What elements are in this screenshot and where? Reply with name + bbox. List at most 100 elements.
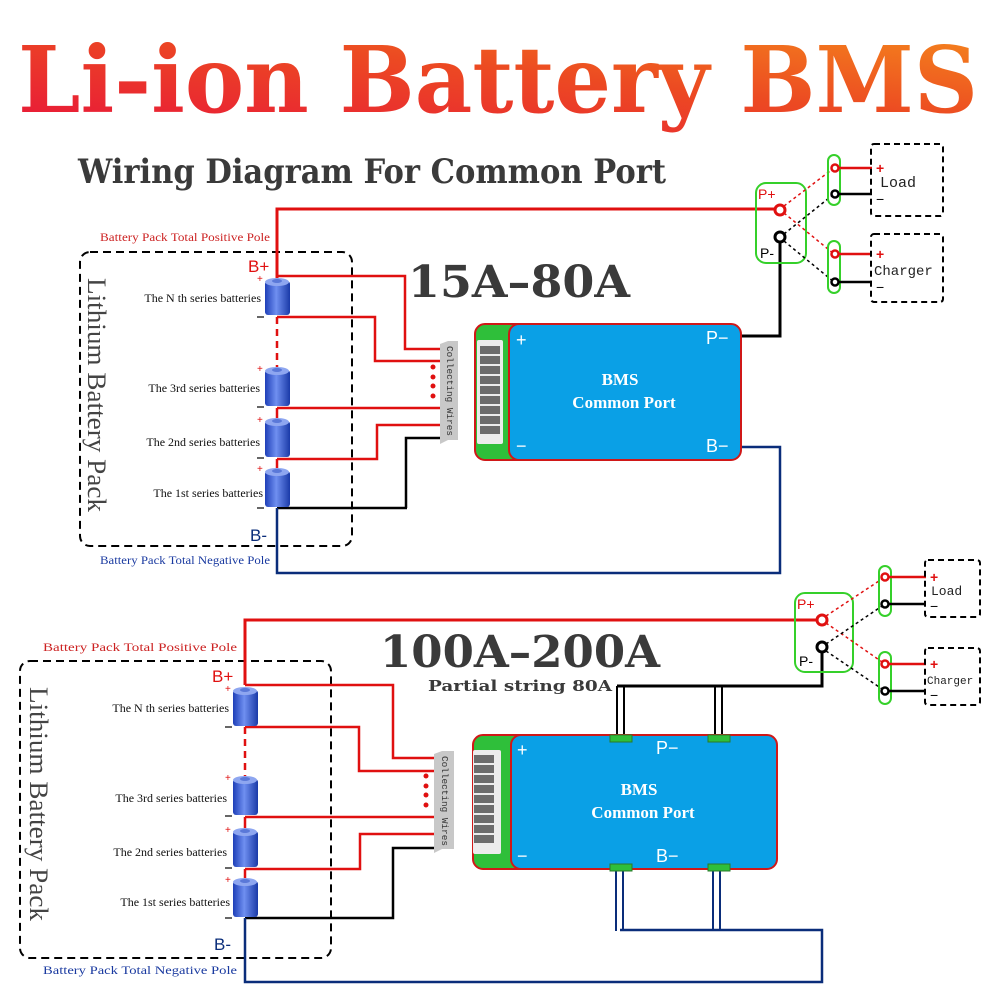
bms-p-minus-wire — [617, 648, 824, 688]
output-switch-box[interactable] — [755, 182, 807, 264]
p-minus-terminal[interactable] — [815, 640, 829, 654]
charger-box[interactable] — [924, 647, 981, 706]
balance-wire-n-plus — [277, 274, 440, 351]
battery-cell — [265, 367, 290, 406]
collecting-wires-connector[interactable] — [440, 341, 458, 444]
bms-plus: + — [517, 740, 528, 760]
svg-text:+: + — [225, 825, 231, 836]
bms-title: BMS — [602, 370, 639, 389]
bms-board[interactable] — [508, 323, 742, 461]
cell-label: The N th series batteries — [144, 291, 261, 305]
charger-plus-terminal[interactable] — [830, 249, 840, 259]
negative-pole-label: Battery Pack Total Negative Pole — [100, 555, 270, 567]
load-terminal-post[interactable] — [878, 565, 892, 617]
balance-wire-1 — [404, 436, 440, 508]
charger-minus: − — [930, 687, 938, 703]
rating-note: Partial string 80A — [428, 677, 612, 695]
bms-p-minus: P− — [706, 328, 729, 348]
charger-plus: + — [930, 656, 938, 672]
dotted-connections — [825, 576, 886, 692]
b-plus-label: B+ — [212, 667, 233, 686]
battery-cell — [265, 418, 290, 457]
svg-text:+: + — [225, 684, 231, 695]
bms-b-minus: B− — [706, 436, 729, 456]
bms-p-minus-wires — [616, 686, 723, 738]
load-box[interactable] — [870, 143, 944, 217]
svg-text:+: + — [257, 364, 263, 375]
svg-text:+: + — [225, 773, 231, 784]
load-plus-terminal[interactable] — [880, 572, 890, 582]
pack-negative-wire — [243, 918, 824, 984]
diagram-15a-80a: Lithium Battery Pack Battery Pack Total … — [79, 143, 944, 575]
bms-minus: − — [516, 436, 527, 456]
pack-positive-wire — [275, 207, 780, 280]
b-plus-label: B+ — [248, 257, 269, 276]
load-plus-terminal[interactable] — [830, 163, 840, 173]
switch-p-minus: P- — [760, 245, 774, 261]
bms-minus: − — [517, 846, 528, 866]
load-label: Load — [880, 175, 916, 192]
bms-board[interactable] — [510, 734, 778, 870]
p-plus-terminal[interactable] — [773, 203, 787, 217]
charger-plus: + — [876, 246, 884, 262]
subtitle: Wiring Diagram For Common Port — [77, 152, 666, 192]
charger-plus-terminal[interactable] — [880, 659, 890, 669]
dotted-connections — [783, 167, 835, 283]
bms-plus: + — [516, 330, 527, 350]
p-plus-terminal[interactable] — [815, 613, 829, 627]
battery-cell — [265, 468, 290, 507]
balance-wire-n-plus — [245, 683, 434, 760]
connector-label: Collecting Wires — [444, 346, 454, 436]
cell-label: The N th series batteries — [112, 701, 229, 715]
more-wires-dots — [430, 364, 436, 399]
cell-label: The 1st series batteries — [120, 895, 230, 909]
battery-pack-box — [79, 251, 353, 547]
load-label: Load — [931, 584, 962, 599]
charger-minus-terminal[interactable] — [830, 277, 840, 287]
load-minus-terminal[interactable] — [830, 189, 840, 199]
load-terminal-post[interactable] — [827, 154, 841, 206]
cell-label: The 2nd series batteries — [146, 435, 260, 449]
b-minus-label: B- — [214, 935, 231, 954]
switch-p-plus: P+ — [797, 596, 815, 612]
pack-positive-wire — [243, 618, 822, 685]
bms-subtitle: Common Port — [591, 803, 695, 822]
charger-box[interactable] — [870, 233, 944, 303]
switch-p-minus: P- — [799, 653, 813, 669]
load-box[interactable] — [924, 559, 981, 618]
charger-terminal-post[interactable] — [878, 651, 892, 705]
charger-label: Charger — [874, 264, 933, 280]
b-minus-label: B- — [250, 526, 267, 545]
load-plus: + — [930, 569, 938, 585]
charger-minus-terminal[interactable] — [880, 686, 890, 696]
cell-plus-marks: ++++ — [257, 274, 263, 475]
collecting-wires-connector[interactable] — [434, 751, 454, 853]
pack-negative-wire — [275, 445, 782, 575]
bms-p-minus-wire — [740, 238, 782, 338]
svg-text:+: + — [257, 415, 263, 426]
balance-wire-2 — [245, 832, 434, 871]
bms-title: BMS — [621, 780, 658, 799]
load-minus-terminal[interactable] — [880, 599, 890, 609]
balance-wire-n-minus — [245, 725, 434, 773]
positive-pole-label: Battery Pack Total Positive Pole — [100, 232, 270, 244]
cell-label: The 1st series batteries — [153, 486, 263, 500]
battery-cell — [233, 828, 258, 867]
more-wires-dots — [423, 773, 429, 808]
load-minus: − — [930, 598, 938, 614]
charger-label: Charger — [927, 676, 973, 688]
output-switch-box[interactable] — [794, 592, 854, 673]
balance-wire-n-minus — [277, 315, 440, 363]
pack-label: Lithium Battery Pack — [24, 687, 53, 921]
p-minus-terminal[interactable] — [773, 230, 787, 244]
cell-label: The 3rd series batteries — [148, 381, 260, 395]
cell-plus-marks: ++++ — [225, 684, 231, 886]
charger-terminal-post[interactable] — [827, 240, 841, 294]
svg-text:+: + — [257, 464, 263, 475]
positive-pole-label: Battery Pack Total Positive Pole — [43, 642, 237, 654]
cell-label: The 3rd series batteries — [115, 791, 227, 805]
cell-minus-marks — [257, 316, 264, 509]
connector-label: Collecting Wires — [439, 756, 449, 846]
rating-label: 100A–200A — [380, 627, 661, 678]
